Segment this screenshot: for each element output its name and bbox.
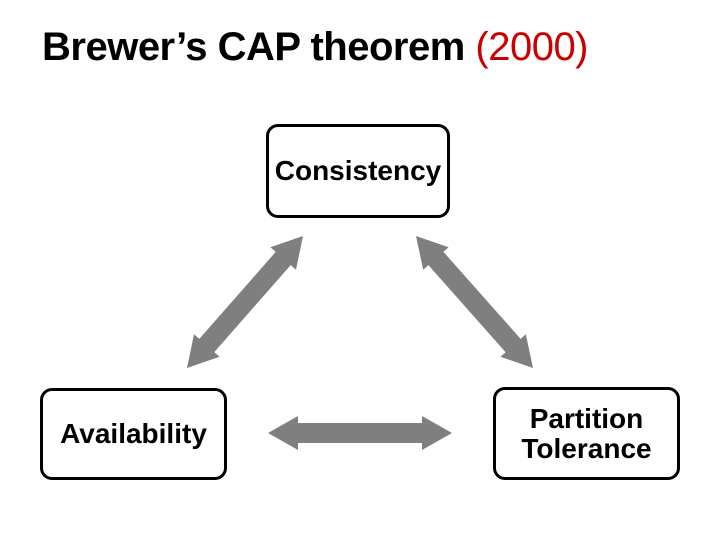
node-availability: Availability: [40, 388, 227, 480]
double-arrow-availability-partition: [268, 416, 452, 450]
node-consistency-label: Consistency: [274, 155, 442, 186]
node-consistency: Consistency: [266, 124, 450, 218]
double-arrow-consistency-partition: [416, 236, 533, 368]
partition-line-2: Tolerance: [521, 432, 652, 464]
double-arrow-consistency-availability: [187, 236, 303, 368]
partition-line-1: Partition: [529, 402, 644, 434]
title-main-text: Brewer’s CAP theorem: [42, 25, 465, 69]
title-year-text: (2000): [464, 25, 589, 69]
node-availability-label: Availability: [60, 418, 207, 449]
slide-title: Brewer’s CAP theorem (2000): [42, 24, 589, 70]
